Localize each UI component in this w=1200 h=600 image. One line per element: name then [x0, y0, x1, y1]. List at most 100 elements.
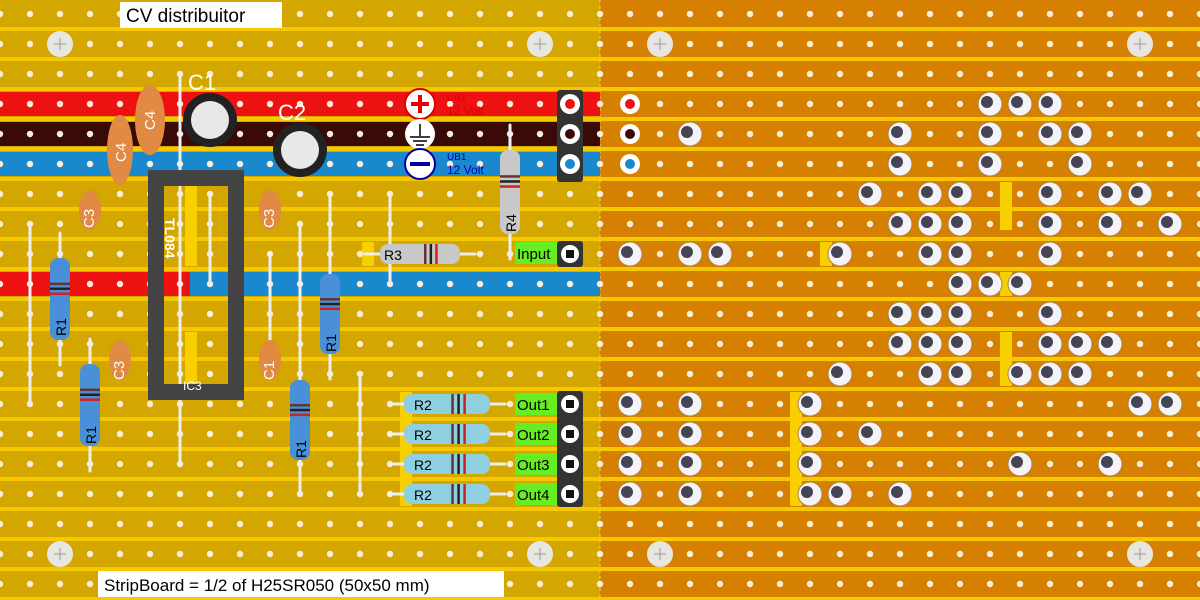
r2-label-2: R2	[414, 427, 432, 443]
hole	[956, 430, 964, 438]
c3-label-bottom: C3	[111, 361, 128, 380]
resistor-band	[290, 404, 310, 407]
resistor-band	[80, 388, 100, 392]
hole	[926, 460, 934, 468]
hole	[1166, 520, 1174, 528]
hole	[896, 520, 904, 528]
hole	[986, 520, 994, 528]
hole	[806, 550, 814, 558]
hole	[1166, 160, 1174, 168]
hole	[836, 460, 844, 468]
hole	[806, 220, 814, 228]
hole	[296, 520, 304, 528]
solder-shadow	[981, 156, 993, 168]
solder-shadow	[1161, 216, 1173, 228]
hole	[0, 400, 4, 408]
hole	[1046, 430, 1054, 438]
hole	[926, 70, 934, 78]
hole	[236, 40, 244, 48]
hole	[116, 70, 124, 78]
hole	[446, 370, 454, 378]
hole	[596, 400, 604, 408]
hole	[596, 250, 604, 258]
hole	[1046, 490, 1054, 498]
hole	[206, 160, 214, 168]
hole	[836, 340, 844, 348]
hole	[626, 520, 634, 528]
hole	[506, 70, 514, 78]
hole	[836, 220, 844, 228]
hole	[26, 10, 34, 18]
strip-separator	[0, 57, 1200, 61]
hole	[746, 40, 754, 48]
hole	[1166, 580, 1174, 588]
hole	[326, 100, 334, 108]
hole	[1046, 10, 1054, 18]
strip-separator	[0, 537, 1200, 541]
hole	[56, 430, 64, 438]
hole	[776, 130, 784, 138]
hole	[1196, 310, 1200, 318]
hole	[956, 160, 964, 168]
hole	[686, 70, 694, 78]
hole	[446, 520, 454, 528]
ceramic-capacitor	[259, 190, 281, 230]
hole	[86, 40, 94, 48]
hole	[56, 130, 64, 138]
hole	[116, 250, 124, 258]
hole	[656, 10, 664, 18]
hole	[536, 100, 544, 108]
mounting-cross	[534, 548, 546, 560]
hole	[116, 550, 124, 558]
hole	[86, 70, 94, 78]
power-terminal-dot	[625, 159, 635, 169]
hole	[686, 40, 694, 48]
track-cut	[820, 242, 832, 266]
hole	[896, 40, 904, 48]
strip-separator	[0, 207, 1200, 211]
solder-shadow	[1041, 96, 1053, 108]
hole	[806, 370, 814, 378]
hole	[1016, 220, 1024, 228]
hole	[386, 520, 394, 528]
hole	[866, 340, 874, 348]
hole	[1106, 160, 1114, 168]
hole	[56, 460, 64, 468]
hole	[26, 520, 34, 528]
hole	[776, 70, 784, 78]
hole	[806, 340, 814, 348]
input-label: Input	[517, 246, 551, 263]
hole	[266, 70, 274, 78]
hole	[986, 550, 994, 558]
resistor-body	[404, 424, 490, 444]
strip-separator	[0, 567, 1200, 571]
hole	[1196, 400, 1200, 408]
output-label-box	[515, 423, 557, 445]
hole	[746, 460, 754, 468]
hole	[1136, 310, 1144, 318]
hole	[446, 40, 454, 48]
solder-shadow	[621, 486, 633, 498]
hole	[1196, 250, 1200, 258]
hole	[446, 340, 454, 348]
hole	[746, 220, 754, 228]
resistor-band	[500, 180, 520, 183]
hole	[896, 70, 904, 78]
hole	[716, 430, 724, 438]
hole	[1016, 400, 1024, 408]
hole	[446, 220, 454, 228]
hole	[716, 130, 724, 138]
solder-shadow	[951, 336, 963, 348]
hole	[236, 130, 244, 138]
hole	[56, 520, 64, 528]
solder-shadow	[861, 426, 873, 438]
resistor-band	[290, 408, 310, 412]
c4-label-top: C4	[142, 111, 159, 130]
hole	[116, 220, 124, 228]
resistor-band	[463, 424, 466, 444]
solder-shadow	[891, 306, 903, 318]
hole	[986, 580, 994, 588]
hole	[536, 70, 544, 78]
hole	[746, 520, 754, 528]
hole	[1166, 40, 1174, 48]
